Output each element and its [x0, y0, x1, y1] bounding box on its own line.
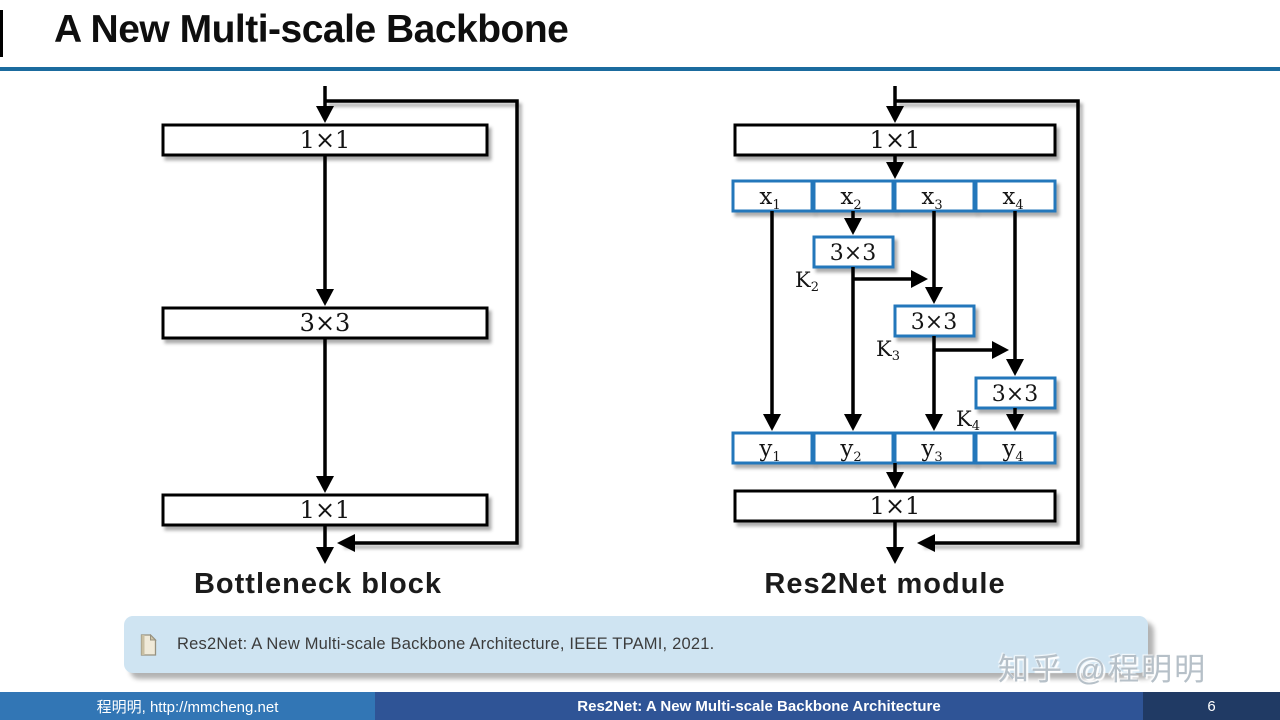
arrowhead-down-icon [763, 414, 781, 431]
arrowhead-down-icon [844, 218, 862, 235]
arrowhead-down-icon [316, 547, 334, 564]
arrowhead-right-icon [911, 270, 928, 288]
res2net-x1-label: x1 [759, 184, 780, 213]
arrowhead-down-icon [316, 476, 334, 493]
res2net-k2-label: K2 [795, 268, 819, 295]
res2net-x4-box [974, 179, 1057, 213]
document-icon [140, 633, 157, 656]
arrowhead-down-icon [1006, 359, 1024, 376]
bottleneck-conv1-box [161, 123, 489, 157]
footer-author-url: 程明明, http://mmcheng.net [0, 692, 375, 720]
slide-title: A New Multi-scale Backbone [54, 8, 569, 51]
res2net-k3-label: K3 [876, 337, 900, 364]
bottleneck-conv2-label: 3×3 [300, 309, 351, 337]
arrowhead-down-icon [316, 106, 334, 123]
res2net-bottom-conv-label: 1×1 [870, 492, 921, 520]
arrowhead-right-icon [992, 341, 1009, 359]
arrowhead-down-icon [316, 289, 334, 306]
res2net-x3-box [893, 179, 976, 213]
bottleneck-skip-connection [325, 99, 519, 545]
arrowhead-left-icon [337, 534, 355, 552]
architecture-diagrams: 1×1 3×3 1×1 Bottleneck block 1×1 x [161, 86, 1080, 600]
bottleneck-caption: Bottleneck block [194, 568, 442, 600]
res2net-skip-connection [895, 99, 1080, 545]
res2net-x4-label: x4 [1002, 184, 1023, 213]
res2net-y1-label: y1 [758, 436, 780, 465]
res2net-x3-label: x3 [921, 184, 942, 213]
arrowhead-down-icon [925, 287, 943, 304]
footer-bar: 程明明, http://mmcheng.net Res2Net: A New M… [0, 692, 1280, 720]
bottleneck-conv1-label: 1×1 [300, 126, 351, 154]
arrowhead-down-icon [886, 547, 904, 564]
res2net-k4-label: K4 [956, 407, 980, 434]
res2net-y3-label: y3 [920, 436, 942, 465]
res2net-y4-label: y4 [1001, 436, 1023, 465]
res2net-y3-box [893, 431, 976, 465]
watermark-text: 知乎 @程明明 [998, 652, 1208, 687]
arrowhead-down-icon [886, 162, 904, 179]
res2net-caption: Res2Net module [764, 568, 1005, 600]
arrowhead-down-icon [886, 106, 904, 123]
res2net-top-conv-label: 1×1 [870, 126, 921, 154]
title-underline [0, 67, 1280, 71]
bottleneck-conv2-box [161, 306, 489, 340]
bottleneck-diagram: 1×1 3×3 1×1 Bottleneck block [161, 86, 519, 600]
arrowhead-left-icon [917, 534, 935, 552]
res2net-y2-box [812, 431, 895, 465]
res2net-y1-box [731, 431, 814, 465]
res2net-k3-conv-label: 3×3 [911, 310, 957, 335]
reference-text: Res2Net: A New Multi-scale Backbone Arch… [177, 635, 715, 653]
bottleneck-conv3-box [161, 493, 489, 527]
reference-card: Res2Net: A New Multi-scale Backbone Arch… [124, 616, 1148, 673]
res2net-y4-box [974, 431, 1057, 465]
arrowhead-down-icon [844, 414, 862, 431]
title-accent-bar [0, 10, 3, 57]
res2net-diagram: 1×1 x1 x2 x3 x4 3×3 K2 3×3 K3 [731, 86, 1080, 600]
res2net-k2-conv-box [812, 235, 895, 269]
bottleneck-conv3-label: 1×1 [300, 496, 351, 524]
arrowhead-down-icon [925, 414, 943, 431]
res2net-x2-box [812, 179, 895, 213]
footer-slide-title: Res2Net: A New Multi-scale Backbone Arch… [375, 692, 1143, 720]
arrowhead-down-icon [886, 472, 904, 489]
res2net-k2-conv-label: 3×3 [830, 241, 876, 266]
res2net-y2-label: y2 [839, 436, 861, 465]
res2net-x2-label: x2 [840, 184, 861, 213]
footer-page-number: 6 [1143, 692, 1280, 720]
arrowhead-down-icon [1006, 414, 1024, 431]
res2net-k4-conv-label: 3×3 [992, 382, 1038, 407]
